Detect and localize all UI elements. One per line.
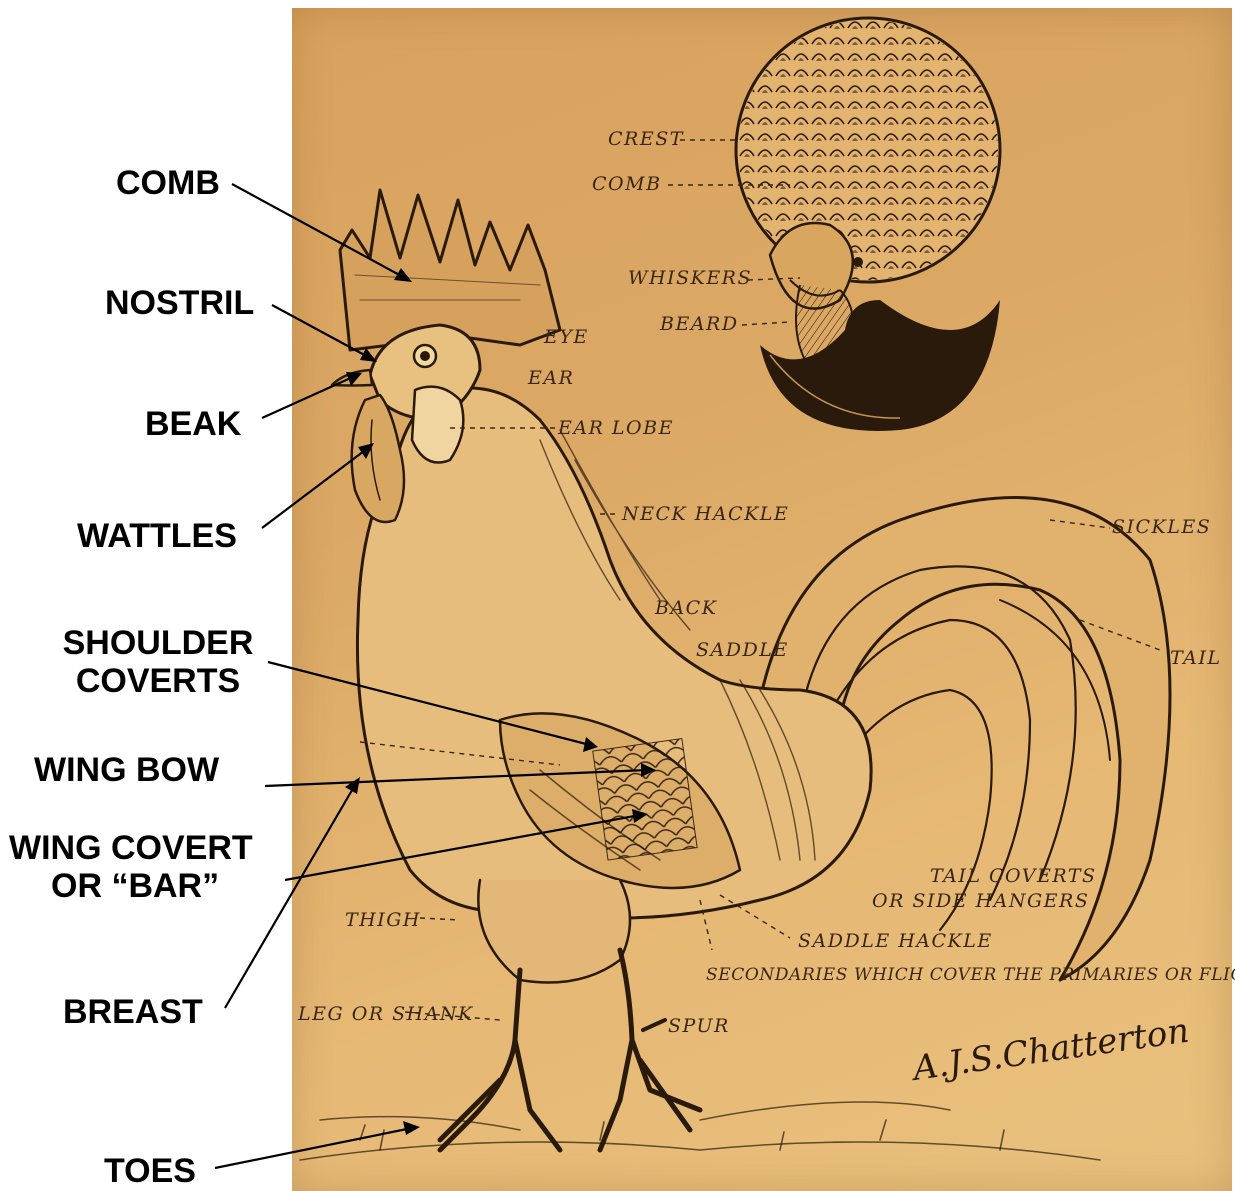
crested-head-drawing	[736, 18, 1000, 431]
arrow-beak	[262, 376, 355, 418]
plate-label-spur: SPUR	[668, 1015, 730, 1037]
plate-label-comb: COMB	[592, 173, 662, 195]
callout-wattles: WATTLES	[77, 517, 237, 555]
plate-label-neck-hackle: NECK HACKLE	[621, 503, 789, 525]
plate-label-ear: EAR	[527, 367, 574, 389]
plate-label-crest: CREST	[608, 128, 684, 150]
plate-label-eye: EYE	[543, 326, 589, 348]
plate-label-secondaries: SECONDARIES WHICH COVER THE PRIMARIES OR…	[706, 965, 1235, 985]
plate-label-tail: TAIL	[1170, 647, 1221, 669]
callout-toes: TOES	[104, 1152, 196, 1190]
callout-wing-covert: WING COVERT OR “BAR”	[9, 829, 253, 905]
plate-label-leg-or-shank: LEG OR SHANK	[297, 1003, 474, 1025]
plate-label-saddle: SADDLE	[696, 639, 789, 661]
callout-beak: BEAK	[145, 405, 241, 443]
callout-breast: BREAST	[63, 993, 203, 1031]
callout-shoulder-coverts: SHOULDER COVERTS	[48, 624, 268, 700]
arrow-toes	[215, 1128, 412, 1168]
plate-label-sickles: SICKLES	[1112, 516, 1211, 538]
arrowhead-nostril	[360, 348, 377, 362]
callout-nostril: NOSTRIL	[105, 284, 254, 322]
plate-label-saddle-hackle: SADDLE HACKLE	[798, 930, 993, 952]
callout-wing-covert-line1: WING COVERT	[9, 829, 253, 867]
arrowhead-toes	[403, 1121, 420, 1135]
callout-wing-covert-line2: OR “BAR”	[9, 867, 253, 905]
callout-comb: COMB	[116, 164, 220, 202]
plate-label-tail-coverts-2: OR SIDE HANGERS	[872, 890, 1089, 912]
callout-wing-bow: WING BOW	[34, 751, 219, 789]
callout-shoulder-coverts-line2: COVERTS	[48, 662, 268, 700]
plate-label-back: BACK	[654, 597, 718, 619]
plate-label-beard: BEARD	[659, 313, 739, 335]
callout-shoulder-coverts-line1: SHOULDER	[48, 624, 268, 662]
plate-label-whiskers: WHISKERS	[628, 267, 752, 289]
plate-label-thigh: THIGH	[345, 909, 421, 931]
arrow-wattles	[262, 448, 368, 528]
plate-label-ear-lobe: EAR LOBE	[557, 417, 674, 439]
plate-label-tail-coverts-1: TAIL COVERTS	[930, 865, 1097, 887]
artist-signature: A.J.S.Chatterton	[908, 1011, 1192, 1090]
